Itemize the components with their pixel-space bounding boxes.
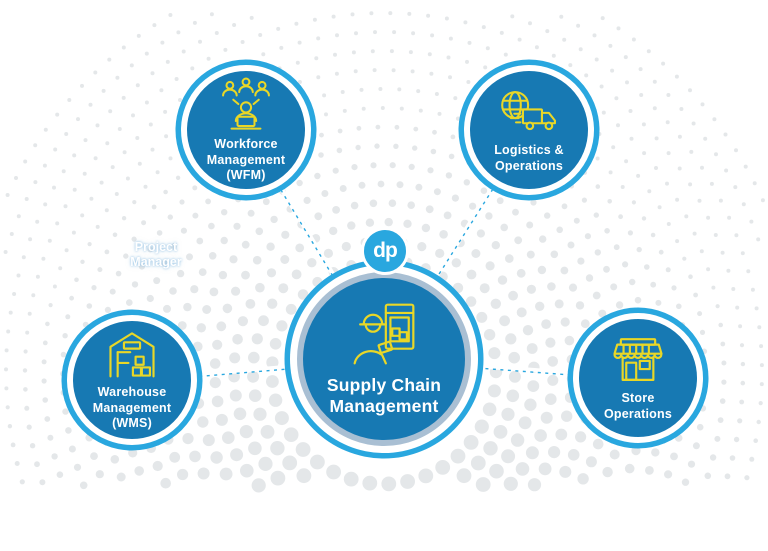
storefront-icon	[613, 338, 663, 381]
spoke-label-line: Operations	[604, 406, 672, 421]
hub-label-line: Supply Chain	[326, 374, 442, 395]
spoke-label: Store Operations	[604, 391, 672, 422]
spoke-label-line: (WMS)	[112, 416, 152, 431]
hub-label: Supply Chain Management	[327, 375, 441, 418]
spoke-label: Workforce Management (WFM)	[207, 137, 285, 184]
hub-node-supply-chain-management: Supply Chain Management	[297, 272, 471, 446]
brand-logo-badge: dp	[361, 227, 409, 275]
spoke-node-store-operations: Store Operations	[573, 313, 703, 443]
brand-logo-text: dp	[373, 239, 398, 262]
spoke-label-line: Store	[621, 390, 655, 405]
spoke-node-workforce-management: Workforce Management (WFM)	[181, 65, 311, 195]
spoke-label-line: Management	[206, 152, 286, 167]
worker-inventory-shelf-icon	[353, 303, 415, 365]
watermark-project-manager: Project Manager	[106, 240, 206, 270]
watermark-line: Manager	[130, 255, 182, 269]
spoke-label-line: Warehouse	[97, 385, 167, 400]
spoke-label: Logistics & Operations	[494, 143, 564, 174]
spoke-label: Warehouse Management (WMS)	[93, 385, 171, 432]
spoke-node-logistics-operations: Logistics & Operations	[464, 65, 594, 195]
watermark-line: Project	[134, 240, 178, 254]
spoke-node-warehouse-management: Warehouse Management (WMS)	[67, 315, 197, 445]
spoke-label-line: Workforce	[214, 137, 278, 152]
globe-truck-icon	[501, 90, 556, 131]
hub-label-line: Management	[329, 396, 439, 416]
warehouse-boxes-icon	[109, 332, 155, 378]
spoke-label-line: (WFM)	[226, 168, 266, 183]
spoke-label-line: Operations	[494, 158, 563, 173]
spoke-label-line: Logistics &	[494, 142, 564, 157]
spoke-label-line: Management	[92, 400, 172, 415]
team-workforce-icon	[222, 77, 270, 130]
